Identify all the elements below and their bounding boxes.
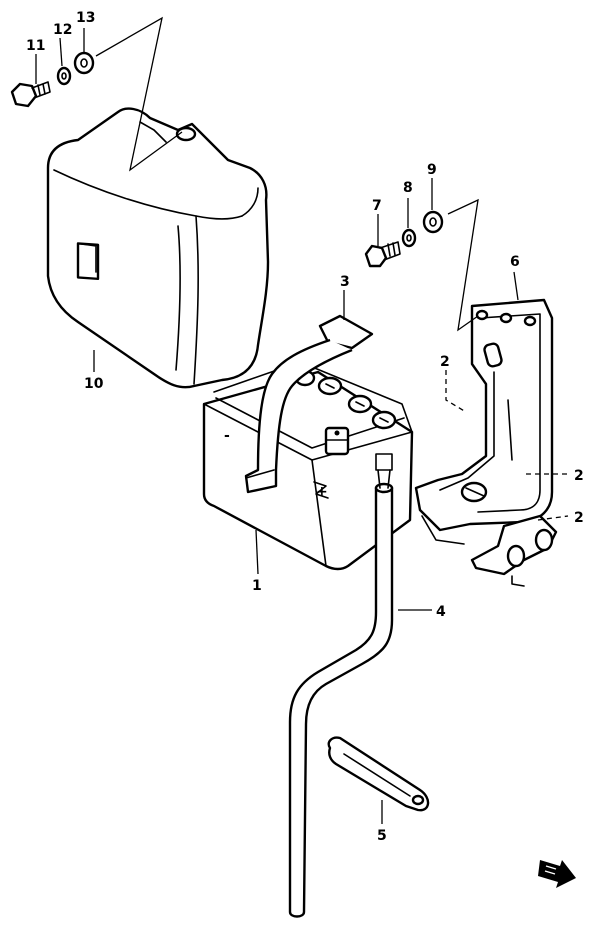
breather-hose[interactable] (288, 453, 394, 918)
callout-3: 3 (340, 274, 350, 290)
callout-5: 5 (377, 828, 387, 844)
battery-band[interactable] (244, 314, 374, 494)
cover-window (76, 242, 100, 281)
callout-9: 9 (427, 162, 437, 178)
callout-10: 10 (84, 376, 104, 392)
lock-washer-12[interactable] (56, 66, 72, 86)
battery[interactable]: - + (202, 361, 414, 571)
callout-11: 11 (26, 38, 45, 54)
cable-clamp-bracket[interactable] (470, 514, 558, 587)
battery-holder-bracket[interactable] (414, 298, 554, 545)
callout-1: 1 (252, 578, 262, 594)
washer-13[interactable] (73, 51, 95, 75)
callout-2-lower: 2 (574, 510, 584, 526)
minus-mark: - (224, 428, 230, 444)
callout-4: 4 (436, 604, 446, 620)
callout-12: 12 (53, 22, 72, 38)
callout-6: 6 (510, 254, 520, 270)
front-direction-arrow-icon (538, 860, 576, 888)
callout-7: 7 (372, 198, 382, 214)
washer-9[interactable] (422, 210, 444, 234)
callout-2-mid: 2 (574, 468, 584, 484)
lock-washer-8[interactable] (401, 228, 417, 248)
battery-cover[interactable] (46, 107, 270, 389)
bolt-7[interactable] (364, 241, 401, 268)
bolt-11[interactable] (10, 81, 51, 108)
callout-13: 13 (76, 10, 95, 26)
plus-mark: + (316, 484, 328, 500)
callout-8: 8 (403, 180, 413, 196)
callout-2-upper: 2 (440, 354, 450, 370)
cable-clamp[interactable] (327, 736, 430, 812)
battery-terminal (324, 426, 350, 456)
